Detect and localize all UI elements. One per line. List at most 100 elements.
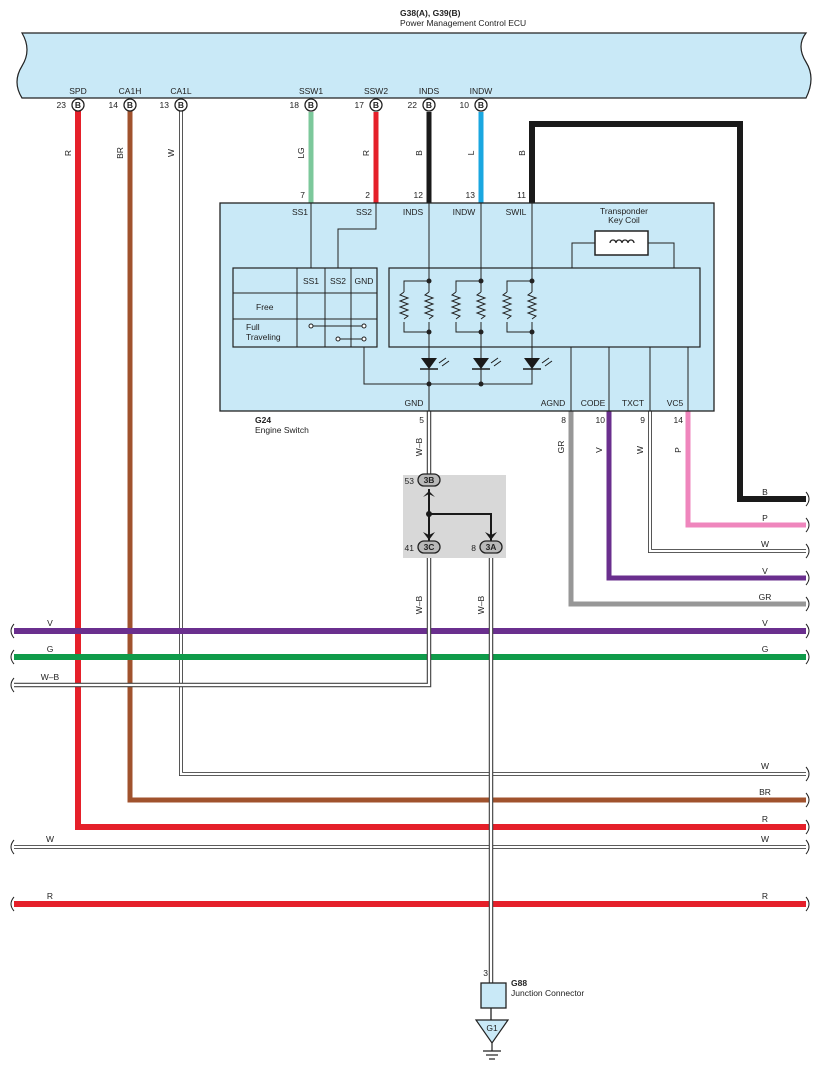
- svg-text:3B: 3B: [424, 475, 435, 485]
- svg-text:SS2: SS2: [356, 207, 372, 217]
- svg-text:TXCT: TXCT: [622, 398, 644, 408]
- svg-text:B: B: [75, 100, 81, 110]
- svg-text:5: 5: [419, 415, 424, 425]
- svg-text:11: 11: [517, 190, 526, 200]
- ecu-pin-ssw2: 17 B: [355, 98, 383, 112]
- ground-icon: [474, 1019, 510, 1045]
- ecu-name: Power Management Control ECU: [400, 18, 526, 28]
- svg-text:8: 8: [561, 415, 566, 425]
- svg-text:GND: GND: [355, 276, 374, 286]
- svg-text:9: 9: [640, 415, 645, 425]
- svg-text:Free: Free: [256, 302, 274, 312]
- g88-id: G88: [511, 978, 527, 988]
- ecu-pin-label: SSW2: [364, 86, 388, 96]
- svg-text:53: 53: [405, 476, 415, 486]
- ecu-pin-label: CA1H: [119, 86, 142, 96]
- svg-text:B: B: [178, 100, 184, 110]
- ecu-pin-ssw1: 18 B: [290, 98, 318, 112]
- wire-swil-black: [529, 121, 806, 502]
- svg-text:G: G: [762, 644, 769, 654]
- transponder-label: Transponder: [600, 206, 648, 216]
- earth-icon: [483, 1043, 501, 1060]
- engine-switch-bottom-pins: GND AGND CODE TXCT VC5 5 8 10 9 14: [405, 398, 684, 425]
- svg-text:BR: BR: [115, 147, 125, 159]
- right-wire-breaks: [805, 491, 810, 912]
- svg-text:INDS: INDS: [403, 207, 424, 217]
- svg-text:B: B: [478, 100, 484, 110]
- svg-text:GR: GR: [759, 592, 772, 602]
- ecu-pin-label: INDS: [419, 86, 440, 96]
- ecu-id: G38(A), G39(B): [400, 8, 461, 18]
- led-icon: [473, 358, 489, 369]
- svg-text:R: R: [762, 814, 768, 824]
- svg-text:V: V: [47, 618, 53, 628]
- led-icon: [421, 358, 437, 369]
- svg-text:CODE: CODE: [581, 398, 606, 408]
- svg-text:W: W: [166, 149, 176, 157]
- svg-text:LG: LG: [296, 147, 306, 158]
- svg-text:R: R: [47, 891, 53, 901]
- g88-name: Junction Connector: [511, 988, 584, 998]
- svg-text:B: B: [517, 150, 527, 156]
- ecu-pin-label: SPD: [69, 86, 86, 96]
- svg-text:14: 14: [674, 415, 684, 425]
- transponder-label: Key Coil: [608, 215, 640, 225]
- svg-text:22: 22: [408, 100, 418, 110]
- svg-text:B: B: [127, 100, 133, 110]
- left-bus-breaks: [10, 623, 15, 912]
- bus-wire-wb: [14, 556, 431, 687]
- svg-text:12: 12: [414, 190, 424, 200]
- svg-text:41: 41: [405, 543, 415, 553]
- led-icon: [524, 358, 540, 369]
- svg-text:GR: GR: [556, 441, 566, 454]
- svg-text:P: P: [762, 513, 768, 523]
- svg-text:V: V: [762, 566, 768, 576]
- indicator-circuit: [388, 267, 701, 348]
- svg-text:V: V: [762, 618, 768, 628]
- ecu-pin-label: SSW1: [299, 86, 323, 96]
- svg-text:VC5: VC5: [667, 398, 684, 408]
- svg-text:P: P: [673, 447, 683, 453]
- svg-text:SS1: SS1: [292, 207, 308, 217]
- svg-text:3C: 3C: [424, 542, 435, 552]
- ground-label: G1: [486, 1023, 498, 1033]
- svg-text:W–B: W–B: [414, 595, 424, 614]
- wire-txct-white: [648, 411, 806, 553]
- svg-text:SWIL: SWIL: [506, 207, 527, 217]
- svg-text:B: B: [308, 100, 314, 110]
- ecu-pin-label: INDW: [470, 86, 493, 96]
- ecu-pin-spd: 23 B: [57, 98, 85, 112]
- ecu-pin-indw: 10 B: [460, 98, 488, 112]
- wire-ca1h-brown: [127, 107, 806, 803]
- svg-text:R: R: [762, 891, 768, 901]
- svg-text:W–B: W–B: [476, 595, 486, 614]
- switch-table: SS1 SS2 GND Free Full Traveling: [232, 267, 378, 348]
- svg-text:INDW: INDW: [453, 207, 476, 217]
- engine-switch-top-pins: 7 2 12 13 11 SS1 SS2 INDS INDW SWIL: [292, 190, 527, 217]
- svg-text:7: 7: [300, 190, 305, 200]
- svg-text:W: W: [46, 834, 54, 844]
- ecu-pin-inds: 22 B: [408, 98, 436, 112]
- svg-text:SS1: SS1: [303, 276, 319, 286]
- g88-pin: 3: [483, 968, 488, 978]
- engine-switch-id: G24: [255, 415, 271, 425]
- junction-connector: [480, 982, 507, 1009]
- svg-text:BR: BR: [759, 787, 771, 797]
- svg-text:G: G: [47, 644, 54, 654]
- wire-agnd-gray: [568, 411, 806, 607]
- engine-switch-internal: [310, 203, 675, 268]
- svg-text:GND: GND: [405, 398, 424, 408]
- svg-text:23: 23: [57, 100, 67, 110]
- svg-text:W–B: W–B: [414, 437, 424, 456]
- wire-spd-red: [75, 107, 806, 830]
- svg-text:AGND: AGND: [541, 398, 566, 408]
- ecu-pin-labels: SPD CA1H CA1L SSW1 SSW2 INDS INDW: [69, 86, 492, 96]
- svg-text:18: 18: [290, 100, 300, 110]
- ecu-pin-ca1h: 14 B: [109, 98, 137, 112]
- svg-text:V: V: [594, 447, 604, 453]
- svg-text:Full: Full: [246, 322, 260, 332]
- svg-text:Traveling: Traveling: [246, 332, 281, 342]
- ecu-pin-ca1l: 13 B: [160, 98, 188, 112]
- svg-text:10: 10: [460, 100, 470, 110]
